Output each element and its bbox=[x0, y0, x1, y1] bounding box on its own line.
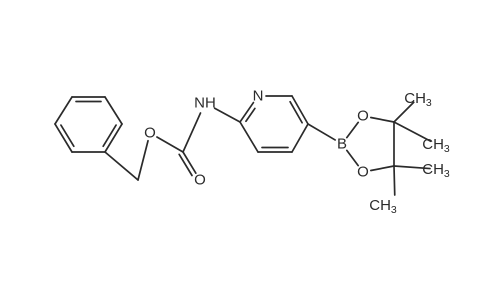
bond-layer bbox=[54, 95, 432, 196]
bond-boron-o_bot bbox=[345, 149, 360, 167]
bond-ph6-ph1 bbox=[104, 123, 123, 153]
bond-c_top-me2 bbox=[393, 121, 432, 143]
methyl-label-me2: CH3 bbox=[422, 136, 450, 156]
atom-label-o_carbonyl: O bbox=[194, 172, 206, 189]
bond-py5-py4 bbox=[291, 123, 309, 153]
atom-label-n_py: N bbox=[253, 88, 264, 105]
bond-c_bot-me3 bbox=[393, 165, 431, 170]
methyl-label-me3: CH3 bbox=[422, 161, 450, 181]
bond-py3-py2 bbox=[239, 121, 259, 153]
atom-label-o_ester: O bbox=[144, 125, 156, 142]
atom-label-boron: B bbox=[337, 136, 347, 153]
bond-py6-py5 bbox=[291, 95, 309, 125]
bond-ph2-ph3 bbox=[54, 123, 73, 153]
bond-ph3-ph4 bbox=[54, 96, 73, 125]
bond-o_ester-c_carbonyl bbox=[156, 136, 184, 153]
bond-ch2-o_ester bbox=[137, 139, 149, 181]
bond-c_top-me1 bbox=[393, 101, 415, 123]
bond-boron-o_top bbox=[345, 121, 360, 139]
methyl-label-me1: CH3 bbox=[404, 90, 432, 110]
bond-inner-ph2-ph3 bbox=[60, 124, 75, 148]
bond-inner-py6-py5 bbox=[289, 100, 303, 124]
bond-c_carbonyl-nh bbox=[182, 112, 202, 153]
bond-o_bot-c_bot bbox=[370, 165, 395, 172]
bond-second-c_carbonyl-o_carbonyl bbox=[178, 153, 193, 177]
bond-o_top-c_top bbox=[370, 116, 395, 123]
atom-label-o_bot: O bbox=[357, 164, 369, 181]
bond-c_bot-me4 bbox=[393, 165, 396, 196]
methyl-label-me4: CH3 bbox=[369, 197, 397, 217]
atom-label-o_top: O bbox=[357, 108, 369, 125]
bond-py5-boron bbox=[307, 123, 336, 141]
bond-nh-py2 bbox=[213, 107, 241, 123]
bond-py2-n_py bbox=[239, 101, 255, 123]
bond-inner-py2-n_py bbox=[245, 107, 256, 123]
bond-ph5-ph6 bbox=[104, 96, 123, 125]
bond-inner-ph6-ph1 bbox=[102, 124, 117, 148]
atom-label-nh: NH bbox=[194, 95, 216, 112]
bond-c_carbonyl-o_carbonyl bbox=[182, 151, 197, 175]
bond-ph1-ch2 bbox=[104, 151, 139, 181]
